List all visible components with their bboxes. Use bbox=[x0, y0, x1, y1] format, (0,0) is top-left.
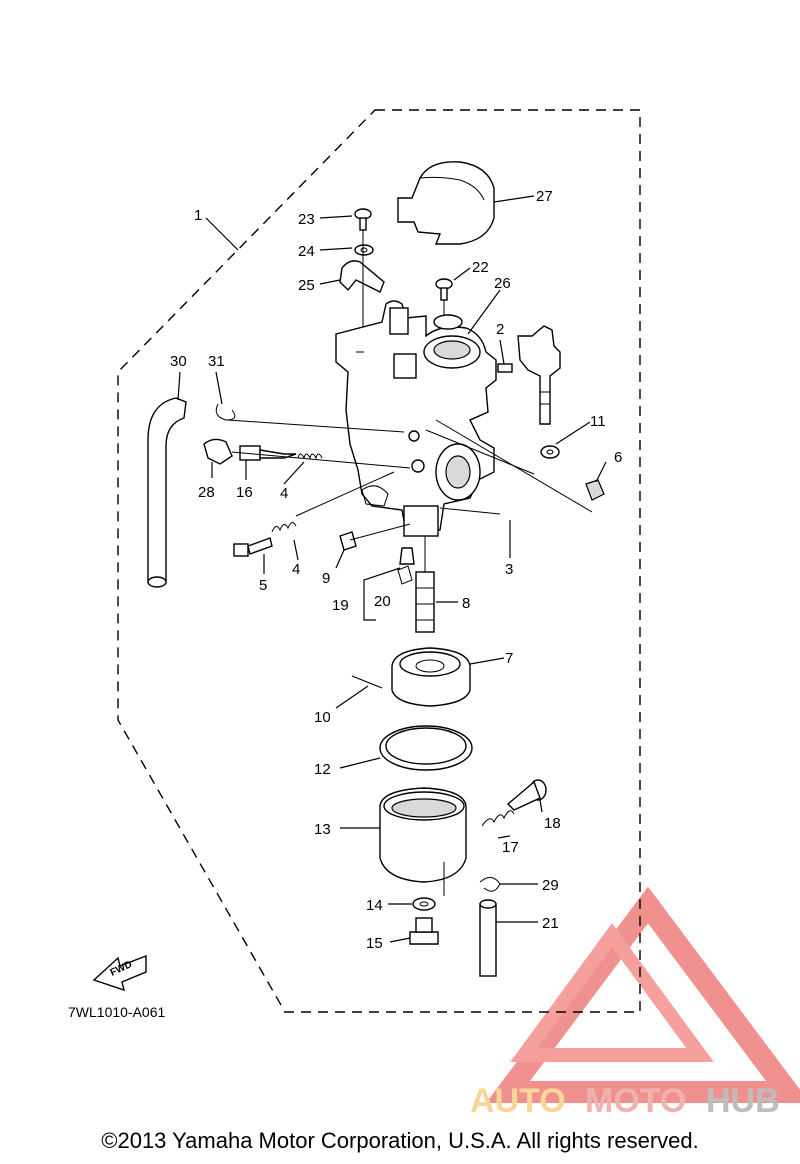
callout-9: 9 bbox=[322, 570, 330, 587]
callout-7: 7 bbox=[505, 650, 513, 667]
callout-20: 20 bbox=[374, 593, 391, 610]
part-11-washer bbox=[540, 445, 560, 459]
callout-5: 5 bbox=[259, 577, 267, 594]
callout-26: 26 bbox=[494, 275, 511, 292]
part-20-nozzle bbox=[397, 565, 413, 585]
part-27-cover bbox=[397, 161, 495, 245]
automotohub-watermark-logo: AUTO MOTO HUB bbox=[470, 886, 800, 1120]
part-28-cap bbox=[203, 438, 233, 465]
assembly-boundary bbox=[117, 109, 641, 1013]
part-9-pilot-jet bbox=[339, 531, 357, 551]
part-21-drain-tube bbox=[479, 899, 497, 977]
part-15-bolt bbox=[409, 917, 439, 945]
callout-1: 1 bbox=[194, 207, 202, 224]
callout-24: 24 bbox=[298, 243, 315, 260]
part-10-float-pin bbox=[351, 675, 383, 689]
copyright-notice: ©2013 Yamaha Motor Corporation, U.S.A. A… bbox=[101, 1128, 699, 1153]
callout-15: 15 bbox=[366, 935, 383, 952]
part-22-screw bbox=[435, 278, 453, 320]
part-carburetor-body bbox=[335, 300, 497, 537]
part-31-clip bbox=[215, 403, 236, 421]
watermark-hub: HUB bbox=[706, 1082, 780, 1120]
diagram-code: 7WL1010-A061 bbox=[68, 1004, 166, 1020]
part-6-plug bbox=[585, 479, 605, 501]
callout-27: 27 bbox=[536, 188, 553, 205]
callout-4b: 4 bbox=[292, 561, 300, 578]
callout-4a: 4 bbox=[280, 485, 288, 502]
callout-numbers: 1 2 3 4 4 5 6 7 8 9 10 11 12 13 14 15 16… bbox=[170, 188, 622, 952]
callout-3: 3 bbox=[505, 561, 513, 578]
part-19-main-jet bbox=[399, 547, 415, 565]
callout-31: 31 bbox=[208, 353, 225, 370]
part-4-spring-lower bbox=[271, 522, 297, 533]
callout-25: 25 bbox=[298, 277, 315, 294]
callout-29: 29 bbox=[542, 877, 559, 894]
part-14-washer bbox=[412, 897, 436, 911]
part-25-bracket bbox=[339, 230, 385, 340]
part-choke-lever bbox=[517, 325, 561, 425]
part-24-washer bbox=[354, 244, 374, 256]
fwd-arrow: FWD bbox=[92, 954, 147, 992]
callout-10: 10 bbox=[314, 709, 331, 726]
part-4-spring-upper bbox=[297, 453, 323, 460]
part-29-clip bbox=[479, 877, 501, 892]
part-16-pilot-screw bbox=[239, 445, 297, 461]
callout-16: 16 bbox=[236, 484, 253, 501]
callout-23: 23 bbox=[298, 211, 315, 228]
part-8-main-nozzle bbox=[415, 536, 435, 633]
part-17-spring bbox=[481, 810, 515, 827]
callout-2: 2 bbox=[496, 321, 504, 338]
part-12-gasket bbox=[379, 725, 473, 771]
callout-8: 8 bbox=[462, 595, 470, 612]
callout-18: 18 bbox=[544, 815, 561, 832]
watermark-auto: AUTO bbox=[470, 1082, 566, 1120]
callout-19: 19 bbox=[332, 597, 349, 614]
callout-14: 14 bbox=[366, 897, 383, 914]
callout-22: 22 bbox=[472, 259, 489, 276]
part-5-throttle-stop-screw bbox=[233, 537, 273, 557]
callout-13: 13 bbox=[314, 821, 331, 838]
part-13-float-bowl bbox=[379, 787, 467, 883]
callout-17: 17 bbox=[502, 839, 519, 856]
callout-12: 12 bbox=[314, 761, 331, 778]
callout-21: 21 bbox=[542, 915, 559, 932]
watermark-moto: MOTO bbox=[585, 1082, 686, 1120]
part-18-drain-screw bbox=[506, 779, 547, 811]
callout-30: 30 bbox=[170, 353, 187, 370]
part-23-screw bbox=[354, 208, 372, 231]
part-7-float bbox=[391, 647, 471, 707]
callout-6: 6 bbox=[614, 449, 622, 466]
callout-11: 11 bbox=[590, 413, 606, 430]
part-30-hose bbox=[147, 397, 187, 588]
leader-lines bbox=[177, 195, 607, 943]
callout-28: 28 bbox=[198, 484, 215, 501]
part-2-screw bbox=[497, 363, 513, 373]
